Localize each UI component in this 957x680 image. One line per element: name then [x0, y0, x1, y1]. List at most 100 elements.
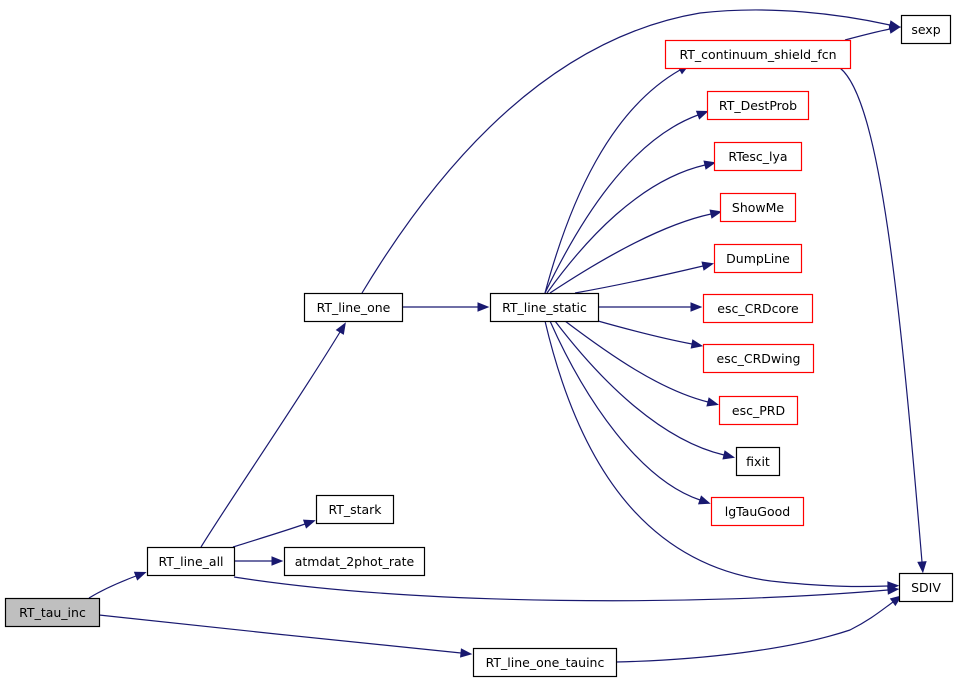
node-rt-destprob[interactable]: RT_DestProb	[706, 90, 810, 121]
node-dumpline[interactable]: DumpLine	[713, 243, 803, 274]
edge-rt-line-static-to-rtesc-lya	[546, 160, 717, 294]
edge-line	[233, 576, 889, 602]
node-box[interactable]	[664, 39, 852, 70]
edge-line	[544, 320, 889, 588]
node-lgtaugood[interactable]: lgTauGood	[710, 496, 805, 527]
edge-rt-line-all-to-atmdat-2phot-rate	[234, 556, 284, 566]
edge-line	[844, 28, 891, 41]
edge-rt-line-static-to-esc-crdcore	[597, 302, 703, 312]
node-esc-crdcore[interactable]: esc_CRDcore	[702, 293, 814, 324]
arrowhead	[460, 648, 473, 658]
node-label: esc_CRDcore	[717, 301, 799, 316]
node-box[interactable]	[900, 14, 952, 45]
edge-line	[98, 614, 462, 654]
arrowhead	[722, 450, 736, 460]
node-label: RT_line_all	[158, 554, 223, 569]
node-atmdat-2phot-rate[interactable]: atmdat_2phot_rate	[283, 546, 426, 577]
node-box[interactable]	[472, 647, 618, 678]
arrowhead	[302, 519, 316, 529]
arrowhead	[887, 581, 900, 591]
node-rtesc-lya[interactable]: RTesc_lya	[713, 141, 803, 172]
edge-line	[554, 320, 725, 456]
edge-line	[549, 320, 701, 501]
edge-line	[546, 164, 706, 294]
node-rt-line-static[interactable]: RT_line_static	[489, 292, 600, 323]
node-esc-crdwing[interactable]: esc_CRDwing	[702, 343, 815, 374]
node-box[interactable]	[702, 293, 814, 324]
arrowhead	[133, 571, 147, 581]
node-label: esc_CRDwing	[717, 351, 801, 366]
node-rt-line-one-tauinc[interactable]: RT_line_one_tauinc	[472, 647, 618, 678]
node-label: RT_stark	[328, 502, 382, 517]
edge-line	[200, 331, 341, 548]
edge-line	[549, 213, 712, 294]
node-box[interactable]	[489, 292, 600, 323]
node-label: sexp	[911, 22, 940, 37]
node-box[interactable]	[146, 546, 236, 577]
arrowhead	[695, 110, 709, 120]
edge-rt-continuum-shield-fcn-to-sdiv	[839, 67, 927, 574]
edge-line	[839, 67, 923, 563]
node-rt-line-all[interactable]: RT_line_all	[146, 546, 236, 577]
arrowhead	[706, 397, 719, 407]
arrowhead	[690, 302, 703, 312]
node-box[interactable]	[713, 243, 803, 274]
node-rt-tau-inc[interactable]: RT_tau_inc	[4, 597, 101, 628]
edge-rt-line-static-to-fixit	[554, 320, 736, 460]
node-showme[interactable]: ShowMe	[719, 192, 797, 223]
node-box[interactable]	[303, 292, 404, 323]
node-box[interactable]	[719, 192, 797, 223]
node-label: RT_line_static	[502, 300, 587, 315]
node-sdiv[interactable]: SDIV	[898, 572, 954, 603]
edge-rt-line-static-to-dumpline	[574, 261, 715, 294]
node-box[interactable]	[4, 597, 101, 628]
node-label: RT_DestProb	[719, 98, 797, 113]
arrowhead	[888, 24, 902, 34]
edge-rt-line-all-to-sdiv	[233, 576, 900, 602]
arrowhead	[697, 495, 711, 505]
node-label: RT_line_one	[317, 300, 391, 315]
node-esc-prd[interactable]: esc_PRD	[718, 395, 799, 426]
arrowhead	[271, 556, 284, 566]
node-label: DumpLine	[726, 251, 790, 266]
node-box[interactable]	[735, 446, 781, 477]
arrowhead	[335, 322, 346, 335]
edges-layer	[88, 9, 927, 663]
arrowhead	[889, 595, 903, 607]
node-box[interactable]	[702, 343, 815, 374]
edge-rt-line-one-to-rt-line-static	[401, 302, 490, 312]
node-rt-line-one[interactable]: RT_line_one	[303, 292, 404, 323]
node-label: ShowMe	[732, 200, 785, 215]
edge-line	[544, 69, 681, 294]
arrowhead	[477, 302, 490, 312]
node-box[interactable]	[315, 494, 395, 525]
edge-line	[544, 114, 699, 294]
node-box[interactable]	[706, 90, 810, 121]
node-label: atmdat_2phot_rate	[295, 554, 415, 569]
node-box[interactable]	[710, 496, 805, 527]
node-sexp[interactable]: sexp	[900, 14, 952, 45]
arrowhead	[703, 160, 717, 170]
edge-rt-line-static-to-showme	[549, 209, 723, 294]
node-box[interactable]	[718, 395, 799, 426]
edge-line	[232, 523, 306, 548]
node-label: esc_PRD	[732, 403, 785, 418]
node-label: SDIV	[911, 580, 941, 595]
node-label: RT_line_one_tauinc	[486, 655, 605, 670]
node-label: fixit	[746, 454, 770, 469]
edge-line	[361, 9, 891, 294]
nodes-layer: RT_tau_inc RT_line_all RT_line_oneRT_stark…	[4, 14, 954, 678]
edge-rt-line-static-to-esc-prd	[564, 320, 719, 407]
edge-line	[564, 320, 709, 403]
arrowhead	[917, 561, 927, 574]
node-box[interactable]	[283, 546, 426, 577]
node-box[interactable]	[898, 572, 954, 603]
node-fixit[interactable]: fixit	[735, 446, 781, 477]
node-rt-stark[interactable]: RT_stark	[315, 494, 395, 525]
edge-rt-line-one-tauinc-to-sdiv	[615, 595, 903, 663]
node-rt-continuum-shield-fcn[interactable]: RT_continuum_shield_fcn	[664, 39, 852, 70]
node-box[interactable]	[713, 141, 803, 172]
arrowhead	[709, 209, 723, 219]
arrowhead	[690, 339, 704, 349]
node-label: RT_tau_inc	[19, 605, 86, 620]
